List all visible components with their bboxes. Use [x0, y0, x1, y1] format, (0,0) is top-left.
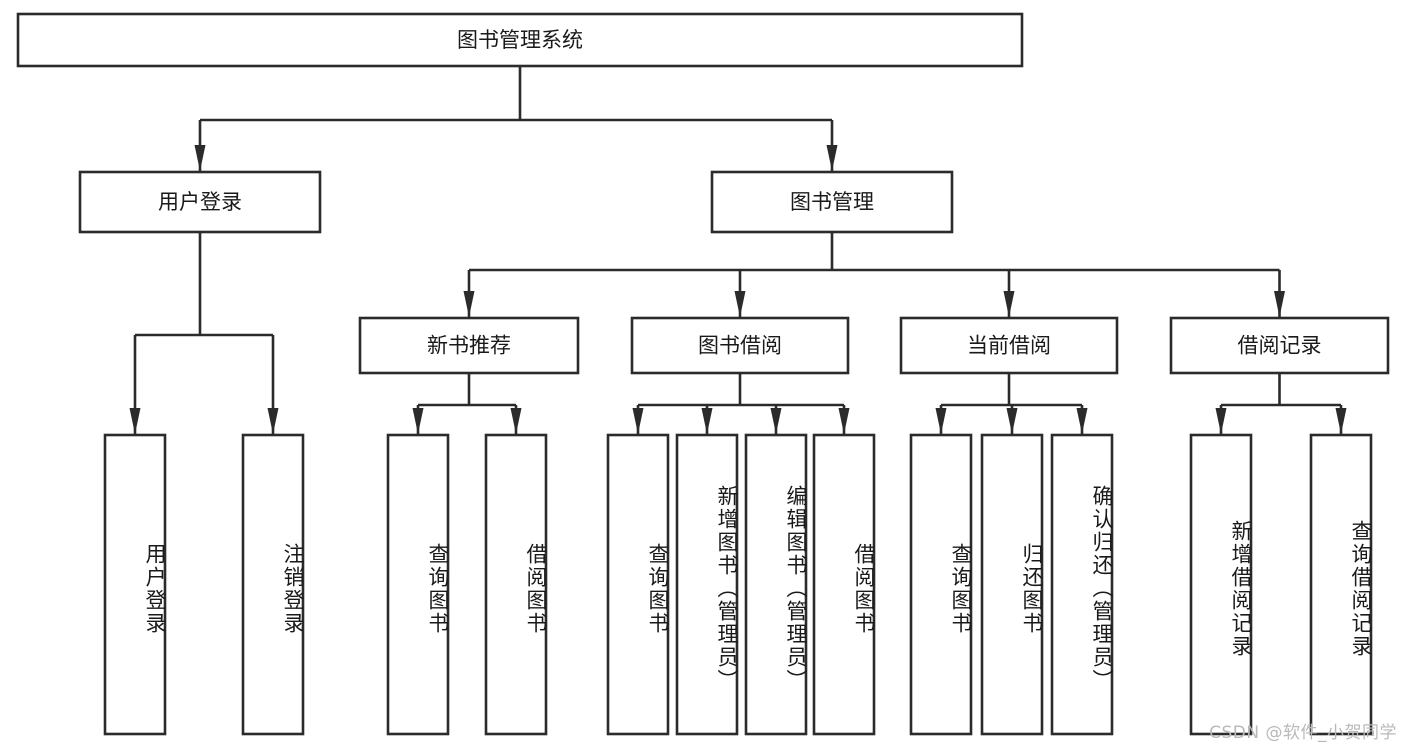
node-box	[980, 433, 1044, 736]
node-label: 当前借阅	[967, 334, 1051, 358]
node-new-book-rec[interactable]: 新书推荐	[358, 316, 580, 375]
arrow-head-icon	[267, 408, 279, 434]
watermark: CSDN @软件_小贺同学	[1209, 723, 1397, 743]
node-book-borrow[interactable]: 图书借阅	[630, 316, 850, 375]
node-label: 图书管理系统	[457, 28, 583, 52]
node-box	[78, 170, 322, 234]
arrow-head-icon	[632, 408, 644, 434]
arrow-head-icon	[1006, 408, 1018, 434]
node-box	[606, 433, 670, 736]
node-box	[630, 316, 850, 375]
arrow-head-icon	[826, 145, 838, 171]
arrow-head-icon	[1003, 291, 1015, 317]
node-box	[241, 433, 305, 736]
node-book-manage[interactable]: 图书管理	[710, 170, 954, 234]
arrow-head-icon	[838, 408, 850, 434]
node-box	[1169, 316, 1390, 375]
node-box	[675, 433, 739, 736]
arrow-head-icon	[770, 408, 782, 434]
node-box	[103, 433, 167, 736]
connectors-layer	[129, 66, 1347, 434]
node-box	[16, 12, 1024, 68]
node-label: 图书借阅	[698, 334, 782, 358]
node-box	[909, 433, 973, 736]
node-box	[744, 433, 808, 736]
arrow-head-icon	[1274, 291, 1285, 317]
node-box	[484, 433, 548, 736]
node-leaf-borrow-book-2[interactable]	[812, 433, 876, 736]
arrow-head-icon	[701, 408, 713, 434]
node-label: 用户登录	[158, 190, 242, 214]
node-box	[899, 316, 1119, 375]
node-box	[386, 433, 450, 736]
node-leaf-borrow-book-1[interactable]	[484, 433, 548, 736]
node-leaf-confirm-return[interactable]	[1050, 433, 1114, 736]
arrow-head-icon	[734, 291, 746, 317]
arrow-head-icon	[412, 408, 424, 434]
arrow-head-icon	[935, 408, 947, 434]
node-box	[812, 433, 876, 736]
node-leaf-add-book[interactable]	[675, 433, 739, 736]
node-leaf-logout[interactable]	[241, 433, 305, 736]
node-root[interactable]: 图书管理系统	[16, 12, 1024, 68]
node-borrow-record[interactable]: 借阅记录	[1169, 316, 1390, 375]
arrow-head-icon	[1335, 408, 1347, 434]
node-leaf-add-record[interactable]	[1189, 433, 1253, 736]
node-label: 借阅记录	[1238, 334, 1322, 358]
node-box	[1189, 433, 1253, 736]
node-leaf-query-book-3[interactable]	[909, 433, 973, 736]
node-leaf-query-record[interactable]	[1309, 433, 1373, 736]
arrow-head-icon	[129, 408, 141, 434]
arrow-head-icon	[510, 408, 522, 434]
node-box	[358, 316, 580, 375]
node-leaf-return-book[interactable]	[980, 433, 1044, 736]
node-box	[710, 170, 954, 234]
node-user-login[interactable]: 用户登录	[78, 170, 322, 234]
arrow-head-icon	[463, 291, 475, 317]
node-current-borrow[interactable]: 当前借阅	[899, 316, 1119, 375]
arrow-head-icon	[1076, 408, 1088, 434]
node-leaf-edit-book[interactable]	[744, 433, 808, 736]
node-label: 新书推荐	[427, 334, 511, 358]
node-box	[1309, 433, 1373, 736]
node-label: 图书管理	[790, 190, 874, 214]
node-leaf-query-book-1[interactable]	[386, 433, 450, 736]
arrow-head-icon	[1215, 408, 1227, 434]
node-leaf-query-book-2[interactable]	[606, 433, 670, 736]
arrow-head-icon	[194, 145, 206, 171]
node-box	[1050, 433, 1114, 736]
node-leaf-user-login[interactable]	[103, 433, 167, 736]
